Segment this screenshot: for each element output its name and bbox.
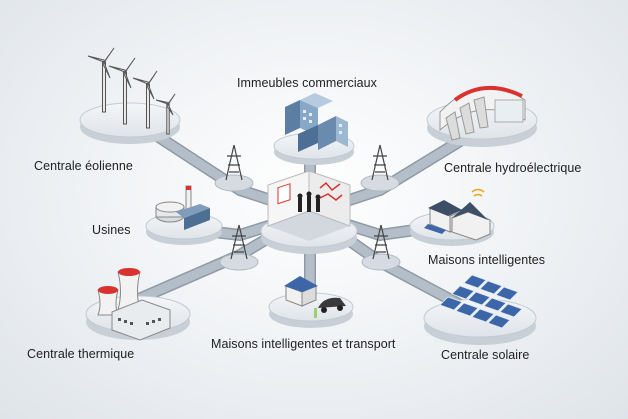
smart-homes-icon xyxy=(424,188,491,241)
label-solar-plant: Centrale solaire xyxy=(441,348,530,362)
hydro-dam-icon xyxy=(439,85,526,141)
solar-farm-icon xyxy=(439,274,523,329)
pylon-upper-left xyxy=(214,144,254,192)
home-and-car-icon xyxy=(284,276,346,318)
pylon-lower-left xyxy=(219,224,259,271)
control-room-icon xyxy=(267,170,351,241)
factory-icon xyxy=(155,185,210,230)
pylon-upper-right xyxy=(360,144,400,192)
label-hydro-plant: Centrale hydroélectrique xyxy=(444,161,582,175)
wind-turbines-icon xyxy=(87,47,176,135)
label-commercial-buildings: Immeubles commerciaux xyxy=(237,76,377,90)
label-factories: Usines xyxy=(92,223,131,237)
label-thermal-plant: Centrale thermique xyxy=(27,347,135,361)
label-smart-homes: Maisons intelligentes xyxy=(428,253,546,267)
label-wind-plant: Centrale éolienne xyxy=(34,159,133,173)
pylon-lower-right xyxy=(361,224,401,271)
label-homes-and-transport: Maisons intelligentes et transport xyxy=(211,337,396,351)
thermal-plant-icon xyxy=(97,268,171,341)
commercial-buildings-icon xyxy=(285,93,348,152)
